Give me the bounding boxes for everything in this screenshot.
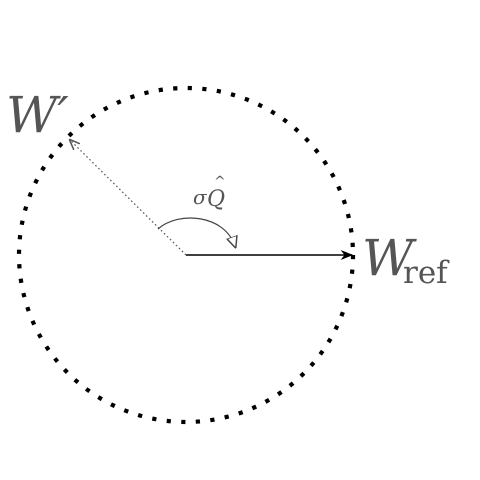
w-ref-label: W [362, 229, 417, 287]
angle-label-sigma: σ [193, 185, 208, 209]
w-ref-subscript: ref [403, 255, 450, 291]
angle-arc [157, 217, 235, 246]
angle-label-q: Q [207, 187, 225, 212]
angle-label-q-hat: ^ [214, 174, 226, 190]
rotated-vector [70, 140, 187, 256]
w-prime-label: W′ [6, 86, 69, 144]
